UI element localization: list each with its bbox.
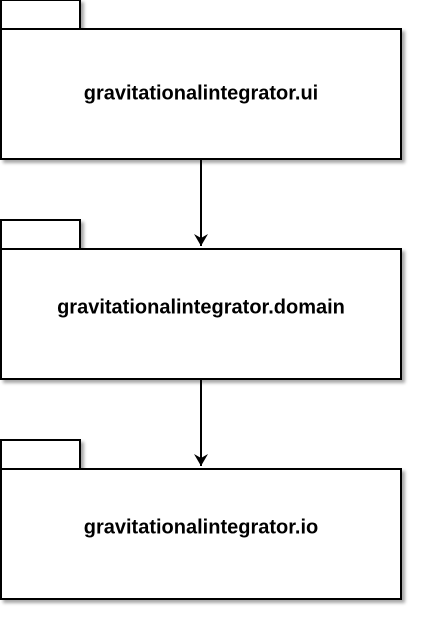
package-domain (0, 219, 402, 380)
package-ui-label: gravitationalintegrator.ui (84, 82, 318, 104)
package-io (0, 439, 402, 600)
package-ui-tab (0, 0, 81, 30)
package-domain-tab (0, 219, 81, 250)
package-ui-body (0, 28, 402, 160)
package-ui (0, 0, 402, 160)
package-io-body (0, 468, 402, 600)
package-io-tab (0, 439, 81, 470)
package-domain-body (0, 248, 402, 380)
package-domain-label: gravitationalintegrator.domain (57, 296, 345, 318)
package-io-label: gravitationalintegrator.io (84, 516, 318, 538)
